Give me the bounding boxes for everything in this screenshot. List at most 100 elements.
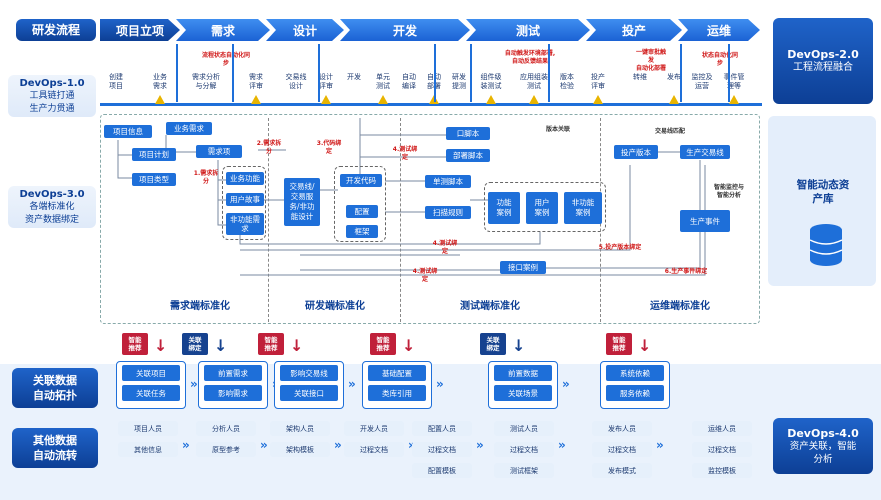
process-step: 组件级装测试	[480, 73, 502, 90]
stage-design: 设计	[266, 19, 344, 41]
relation-item: 影响需求	[204, 385, 262, 401]
note-test-env: 自动触发环境部署,自动反馈结果	[504, 50, 556, 65]
node-framework: 框架	[346, 225, 378, 238]
note-ops-sync: 状态自动化同步	[701, 52, 738, 67]
process-step: 研发提测	[452, 73, 466, 90]
section-title-dev: 研发端标准化	[305, 301, 365, 312]
sync-arrow	[176, 44, 178, 102]
process-step: 投产评审	[591, 73, 605, 90]
node-prod-event: 生产事件	[680, 210, 730, 232]
other-data-item: 测试框架	[494, 463, 554, 478]
section-title-ops: 运维端标准化	[650, 301, 710, 312]
sync-arrow	[232, 44, 234, 102]
down-arrow-icon: ↓	[402, 336, 416, 355]
milestone-marker	[669, 95, 679, 104]
dev-group	[334, 166, 386, 242]
sync-arrow	[728, 44, 730, 102]
asset-library-title: 智能动态资产库	[796, 179, 850, 205]
relation-data-label: 关联数据 自动拓扑	[12, 368, 98, 408]
process-step: 应用组装测试	[520, 73, 548, 90]
stage-project: 项目立项	[100, 19, 180, 41]
annot-tx-assoc: 交易线匹配	[654, 128, 685, 135]
other-data-item: 发布模式	[592, 463, 652, 478]
node-biz-req: 业务需求	[166, 122, 212, 135]
process-step: 转维	[633, 73, 647, 81]
annot-req-split-1: 1.需求拆分	[193, 170, 219, 185]
rd-flow-label: 研发流程	[16, 19, 96, 41]
stage-release: 投产	[586, 19, 682, 41]
process-step: 事件管理等	[723, 73, 745, 90]
milestone-marker	[155, 95, 165, 104]
relation-item: 关联场景	[494, 385, 552, 401]
chevron-right-icon: »	[334, 438, 342, 452]
note-req-sync: 流程状态自动化同步	[201, 52, 250, 67]
other-data-item: 运维人员	[692, 421, 752, 436]
chevron-right-icon: »	[182, 438, 190, 452]
milestone-marker	[486, 95, 496, 104]
badge: 智能推荐	[606, 333, 632, 355]
relation-item: 关联任务	[122, 385, 180, 401]
annot-code-bind: 3.代码绑定	[316, 140, 342, 155]
chevron-right-icon: »	[558, 438, 566, 452]
other-data-item: 配置人员	[412, 421, 472, 436]
node-prod-tx: 生产交易线	[680, 145, 730, 159]
milestone-marker	[593, 95, 603, 104]
other-data-item: 原型参考	[196, 442, 256, 457]
relation-item: 影响交易线	[280, 365, 338, 381]
milestone-marker	[729, 95, 739, 104]
devops3-label: DevOps-3.0 各端标准化 资产数据绑定	[8, 186, 96, 228]
relation-item: 前置数据	[494, 365, 552, 381]
down-arrow-icon: ↓	[512, 336, 526, 355]
annot-smart-monitor: 智能监控与智能分析	[713, 184, 744, 199]
node-nonfunc-req: 非功能需求	[226, 213, 264, 235]
relation-item: 前置需求	[204, 365, 262, 381]
node-user-case: 用户案例	[526, 192, 558, 224]
relation-item: 关联接口	[280, 385, 338, 401]
other-data-item: 架构人员	[270, 421, 330, 436]
node-config: 配置	[346, 205, 378, 218]
other-data-item: 配置模板	[412, 463, 472, 478]
process-step: 监控及运营	[691, 73, 713, 90]
milestone-marker	[321, 95, 331, 104]
down-arrow-icon: ↓	[638, 336, 652, 355]
section-title-req: 需求端标准化	[170, 301, 230, 312]
node-project-info: 项目信息	[104, 125, 152, 138]
process-step: 业务需求	[153, 73, 167, 90]
process-step: 发布	[667, 73, 681, 81]
node-tx-design: 交易线/交易服务/非功能设计	[284, 178, 320, 226]
node-biz-func: 业务功能	[226, 172, 264, 185]
process-step: 需求评审	[249, 73, 263, 90]
stage-requirement: 需求	[176, 19, 270, 41]
chevron-right-icon: »	[562, 377, 570, 391]
other-data-item: 监控模板	[692, 463, 752, 478]
process-step: 设计评审	[319, 73, 333, 90]
stage-operations: 运维	[678, 19, 760, 41]
relation-item: 关联项目	[122, 365, 180, 381]
req-group	[222, 166, 266, 240]
node-req-item: 需求项	[196, 145, 242, 158]
separator	[400, 118, 401, 322]
node-user-story: 用户故事	[226, 193, 264, 206]
chevron-right-icon: »	[260, 438, 268, 452]
down-arrow-icon: ↓	[214, 336, 228, 355]
node-test-script: 单测脚本	[425, 175, 471, 188]
annot-version-link: 版本关联	[545, 126, 570, 133]
database-icon	[809, 224, 843, 266]
down-arrow-icon: ↓	[290, 336, 304, 355]
node-api-script: 口脚本	[446, 127, 490, 140]
devops4-label: DevOps-4.0 资产关联，智能 分析	[773, 418, 873, 474]
annot-release-bind: 5.投产版本绑定	[598, 244, 642, 251]
other-data-item: 过程文档	[592, 442, 652, 457]
badge: 关联绑定	[480, 333, 506, 355]
milestone-marker	[378, 95, 388, 104]
annot-test-bind-2: 4.测试绑定	[432, 240, 458, 255]
node-project-plan: 项目计划	[132, 148, 176, 161]
process-step: 创建项目	[109, 73, 123, 90]
annot-test-bind-1: 4.测试绑定	[392, 146, 418, 161]
other-data-item: 开发人员	[344, 421, 404, 436]
node-project-type: 项目类型	[132, 173, 176, 186]
badge: 智能推荐	[122, 333, 148, 355]
process-step: 自动编译	[402, 73, 416, 90]
process-step: 需求分析与分解	[192, 73, 220, 90]
sync-arrow	[680, 44, 682, 102]
